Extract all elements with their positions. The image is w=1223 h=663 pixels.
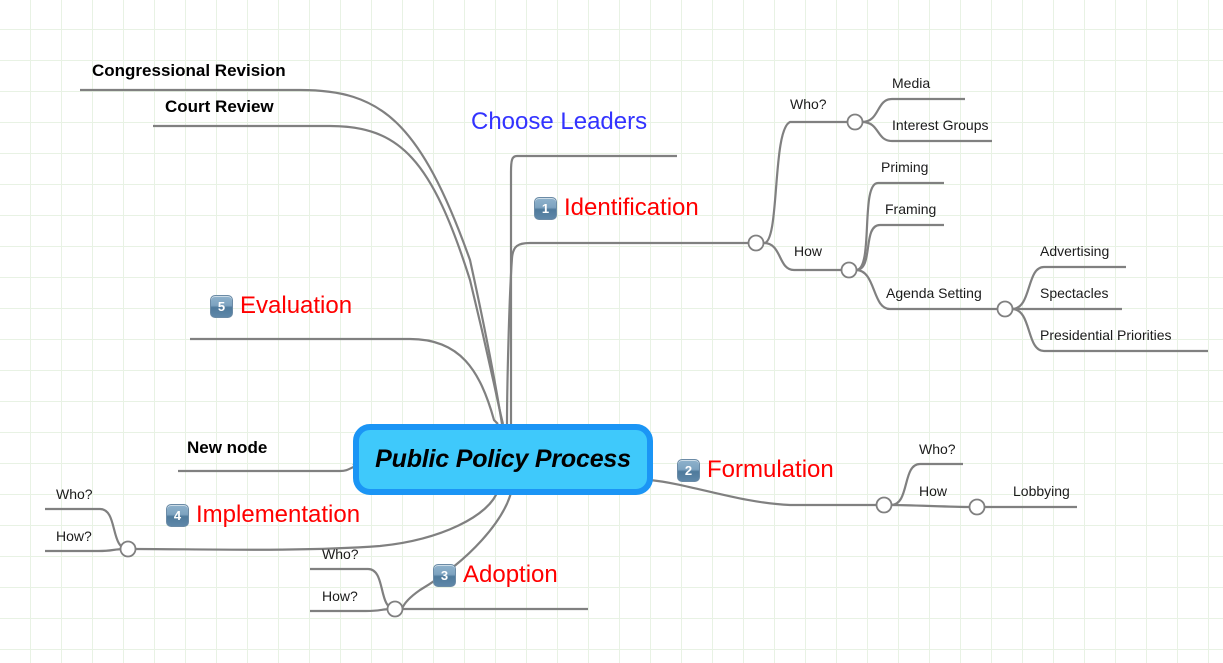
- node-presidential-priorities[interactable]: Presidential Priorities: [1040, 327, 1172, 343]
- root-node-label: Public Policy Process: [375, 445, 631, 473]
- junction-agenda-setting: [996, 300, 1014, 318]
- node-formulation-how[interactable]: How: [919, 483, 948, 499]
- junction-id-who: [846, 113, 864, 131]
- node-adoption-who[interactable]: Who?: [322, 546, 359, 562]
- wire-court-review: [153, 124, 505, 425]
- junction-id-how: [840, 261, 858, 279]
- junction-form-how: [968, 498, 986, 516]
- branch-number-badge-1: 1: [534, 196, 557, 220]
- node-priming[interactable]: Priming: [881, 159, 929, 175]
- branch-number-badge-2: 2: [677, 458, 700, 482]
- junction-adoption: [386, 600, 404, 618]
- branch-label-evaluation: Evaluation: [240, 292, 353, 319]
- node-identification-who[interactable]: Who?: [790, 96, 827, 112]
- wire-identification: [505, 241, 748, 425]
- node-spectacles[interactable]: Spectacles: [1040, 285, 1109, 301]
- branch-label-implementation: Implementation: [196, 501, 361, 528]
- junction-formulation: [875, 496, 893, 514]
- wire-framing: [855, 223, 944, 272]
- node-agenda-setting[interactable]: Agenda Setting: [886, 285, 982, 301]
- branch-label-adoption: Adoption: [463, 561, 558, 588]
- node-adoption-how[interactable]: How?: [322, 588, 358, 604]
- node-new-node[interactable]: New node: [187, 438, 268, 457]
- root-node[interactable]: Public Policy Process: [353, 424, 653, 495]
- wire-evaluation: [190, 337, 499, 425]
- branch-number-badge-3: 3: [433, 563, 456, 587]
- branch-adoption[interactable]: 3 Adoption: [433, 563, 558, 587]
- node-congressional-revision[interactable]: Congressional Revision: [92, 61, 286, 80]
- node-interest-groups[interactable]: Interest Groups: [892, 117, 989, 133]
- node-formulation-who[interactable]: Who?: [919, 441, 956, 457]
- node-media[interactable]: Media: [892, 75, 931, 91]
- node-identification-how[interactable]: How: [794, 243, 823, 259]
- node-court-review[interactable]: Court Review: [165, 97, 274, 116]
- node-lobbying[interactable]: Lobbying: [1013, 483, 1070, 499]
- wire-adopt-how: [310, 607, 396, 613]
- wire-adoption: [400, 488, 588, 611]
- branch-implementation[interactable]: 4 Implementation: [166, 503, 360, 527]
- wire-congressional-revision: [80, 88, 504, 425]
- branch-label-identification: Identification: [564, 194, 699, 221]
- wire-formulation: [649, 478, 877, 507]
- junction-implementation: [119, 540, 137, 558]
- branch-identification[interactable]: 1 Identification: [534, 196, 699, 220]
- node-framing[interactable]: Framing: [885, 201, 937, 217]
- node-choose-leaders[interactable]: Choose Leaders: [471, 108, 648, 135]
- node-implementation-who[interactable]: Who?: [56, 486, 93, 502]
- junction-identification: [747, 234, 765, 252]
- node-implementation-how[interactable]: How?: [56, 528, 92, 544]
- branch-evaluation[interactable]: 5 Evaluation: [210, 294, 352, 318]
- branch-formulation[interactable]: 2 Formulation: [677, 458, 834, 482]
- wire-impl-how: [45, 547, 129, 553]
- wire-id-who: [763, 120, 848, 245]
- branch-number-badge-5: 5: [210, 294, 233, 318]
- wire-new-node: [178, 463, 359, 473]
- wire-form-how: [890, 503, 971, 509]
- branch-number-badge-4: 4: [166, 503, 189, 527]
- node-advertising[interactable]: Advertising: [1040, 243, 1110, 259]
- wire-priming: [855, 181, 944, 272]
- branch-label-formulation: Formulation: [707, 456, 834, 483]
